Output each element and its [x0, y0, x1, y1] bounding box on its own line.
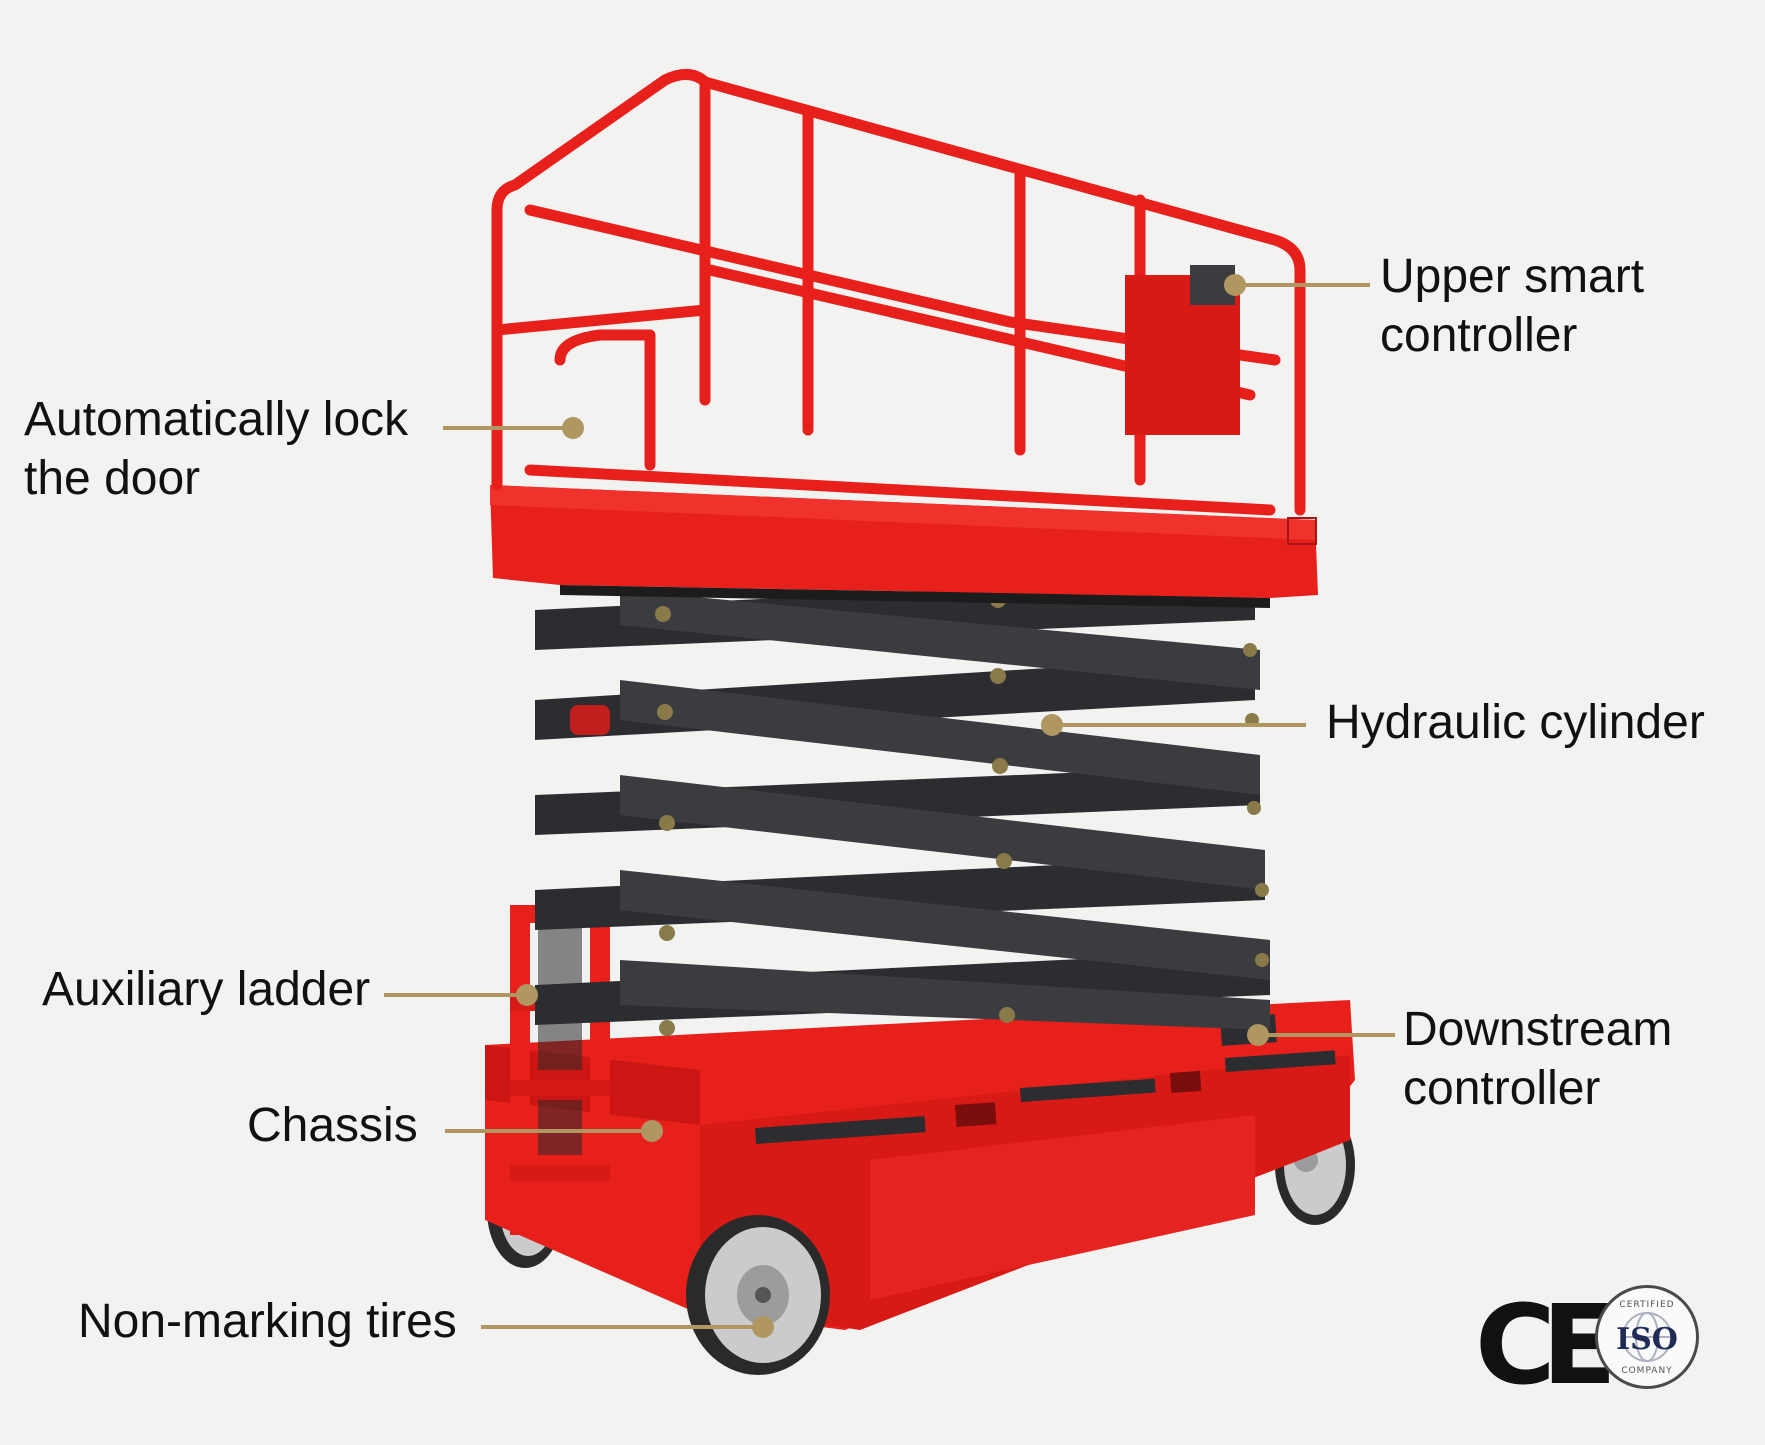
callout-dot	[516, 984, 538, 1006]
label-upper-smart-controller: Upper smart controller	[1380, 250, 1645, 362]
label-hydraulic-cylinder: Hydraulic cylinder	[1326, 696, 1705, 749]
front-left-wheel	[686, 1215, 830, 1375]
iso-bottom-text: COMPANY	[1621, 1366, 1673, 1376]
iso-center-text: ISO	[1616, 1322, 1678, 1357]
label-auxiliary-ladder: Auxiliary ladder	[42, 963, 371, 1016]
callout-dot	[641, 1120, 663, 1142]
chassis-body	[485, 1000, 1355, 1330]
label-chassis: Chassis	[247, 1099, 418, 1152]
label-downstream-controller: Downstream controller	[1403, 1003, 1673, 1115]
iso-certified-badge: CERTIFIED ISO COMPANY	[1595, 1285, 1699, 1389]
ce-mark: CE	[1475, 1281, 1617, 1409]
globe-icon	[1622, 1312, 1672, 1362]
callout-dot	[1247, 1024, 1269, 1046]
callout-dot	[1224, 274, 1246, 296]
work-platform	[490, 485, 1318, 608]
iso-top-text: CERTIFIED	[1619, 1300, 1675, 1310]
callout-leaders	[384, 274, 1395, 1338]
callout-dot	[1041, 714, 1063, 736]
callout-dot	[752, 1316, 774, 1338]
scissor-arms	[535, 575, 1270, 1036]
guardrails	[491, 69, 1306, 516]
callout-dot	[562, 417, 584, 439]
label-automatic-door-lock: Automatically lock the door	[24, 393, 409, 505]
label-non-marking-tires: Non-marking tires	[78, 1295, 457, 1348]
